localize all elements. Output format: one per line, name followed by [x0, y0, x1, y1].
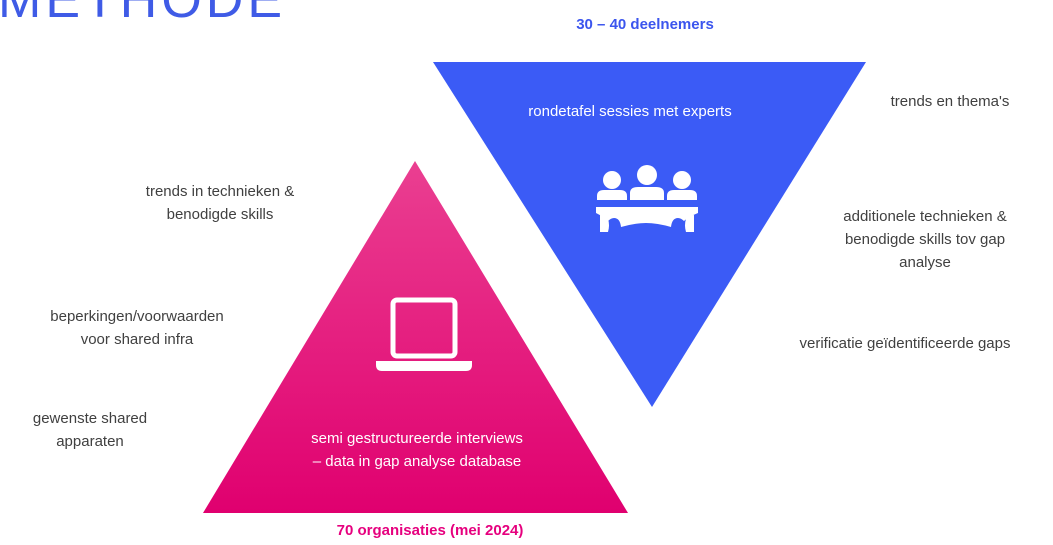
laptop-icon [376, 297, 472, 371]
left-item-desired-equipment: gewenste shared apparaten [0, 407, 180, 453]
organisations-label: 70 organisaties (mei 2024) [336, 522, 524, 539]
left-item-constraints: beperkingen/voorwaarden voor shared infr… [2, 305, 272, 351]
right-item-line: trends en thema's [890, 93, 1010, 110]
slide-title: METHODE [0, 0, 286, 29]
pink-triangle [203, 161, 628, 513]
participants-label: 30 – 40 deelnemers [576, 16, 714, 33]
right-item-line: benodigde skills tov gap [844, 231, 1006, 248]
left-item-line: beperkingen/voorwaarden [50, 308, 224, 325]
left-item-line: trends in technieken & [145, 183, 295, 200]
right-item-line: verificatie geïdentificeerde gaps [799, 335, 1011, 352]
pink-triangle-text-line1: semi gestructureerde interviews [311, 430, 523, 447]
left-item-trends-techniques: trends in technieken & benodigde skills [120, 180, 320, 226]
blue-triangle [433, 62, 866, 407]
right-item-line: additionele technieken & [843, 208, 1007, 225]
blue-triangle-text: rondetafel sessies met experts [528, 103, 732, 120]
right-item-verification: verificatie geïdentificeerde gaps [760, 332, 1050, 355]
right-item-trends-themes: trends en thema's [850, 90, 1050, 113]
pink-triangle-text: semi gestructureerde interviews – data i… [262, 427, 572, 473]
right-item-additional-techniques: additionele technieken & benodigde skill… [800, 205, 1050, 274]
group-meeting-icon [596, 165, 698, 232]
right-item-line: analyse [899, 254, 951, 271]
left-item-line: apparaten [56, 433, 124, 450]
pink-triangle-text-line2: – data in gap analyse database [312, 453, 522, 470]
left-item-line: benodigde skills [166, 206, 274, 223]
left-item-line: gewenste shared [32, 410, 148, 427]
left-item-line: voor shared infra [80, 331, 194, 348]
